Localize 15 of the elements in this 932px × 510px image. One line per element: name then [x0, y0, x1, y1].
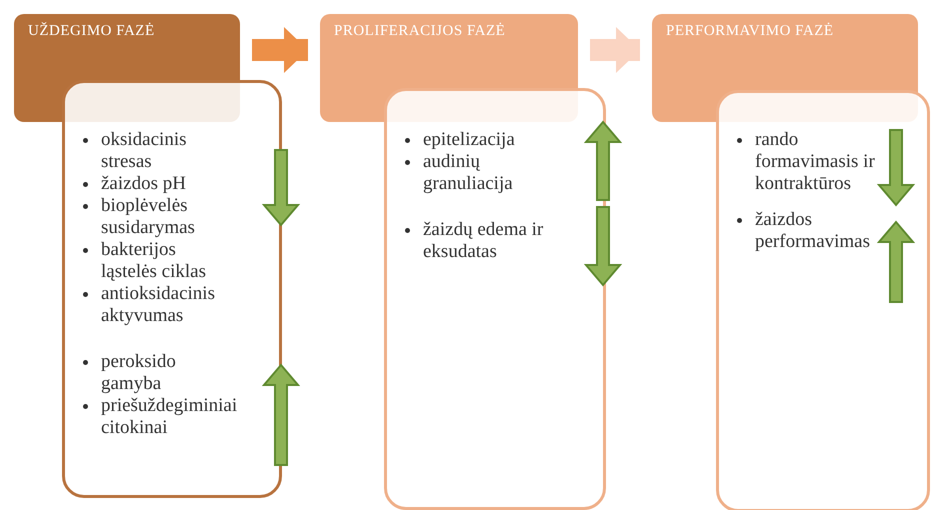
bullet-item: žaizdų edema ir eksudatas	[401, 219, 557, 263]
bullet-item: audinių granuliacija	[401, 151, 557, 195]
phase-title: UŽDEGIMO FAZĖ	[28, 22, 156, 40]
bullet-item: rando formavimasis ir kontraktūros	[733, 129, 881, 195]
bullet-item: žaizdos pH	[79, 173, 233, 195]
content-card	[62, 80, 282, 498]
arrow	[590, 27, 640, 73]
content-card	[716, 90, 930, 510]
bullet-item: žaizdos performavimas	[733, 209, 881, 253]
phase-title: PERFORMAVIMO FAZĖ	[666, 22, 835, 40]
bullet-item: epitelizacija	[401, 129, 557, 151]
content-card	[384, 88, 606, 510]
bullet-item: antioksidacinis aktyvumas	[79, 283, 233, 327]
arrow	[252, 27, 308, 73]
phase-title: PROLIFERACIJOS FAZĖ	[334, 22, 506, 40]
